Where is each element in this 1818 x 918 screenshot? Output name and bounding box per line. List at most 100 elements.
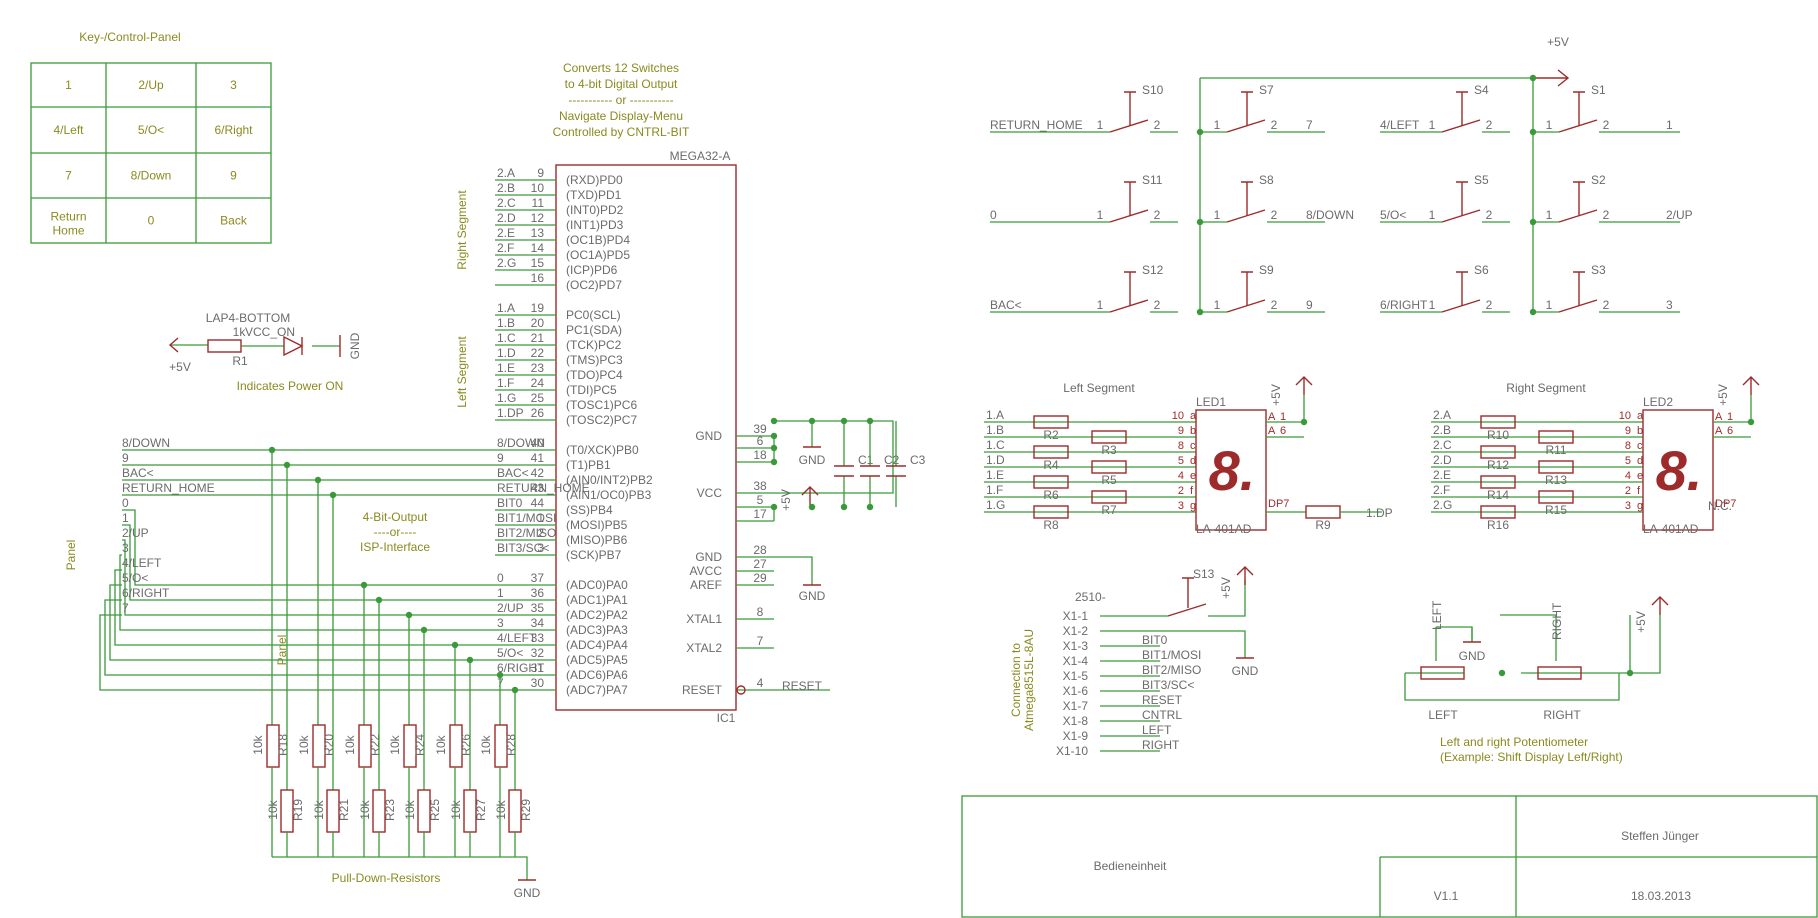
keypad-cell: 9 xyxy=(230,169,237,183)
ic-pin-name: (AIN0/INT2)PB2 xyxy=(566,473,653,487)
junction xyxy=(1196,218,1204,226)
ic-net-label: 0 xyxy=(497,571,504,585)
ic-pin-number: 37 xyxy=(531,571,545,585)
display-pin-letter: a xyxy=(1637,410,1644,422)
connector-net: CNTRL xyxy=(1142,708,1182,722)
bus-wire xyxy=(104,599,495,676)
s13-wire xyxy=(1160,580,1246,617)
right-segment-vlabel: Right Segment xyxy=(455,190,469,270)
ic-pin-name: (TOSC2)PC7 xyxy=(566,413,637,427)
switch-contact xyxy=(1226,299,1266,313)
ic-pin-number: 42 xyxy=(531,466,545,480)
switch-pin-2: 2 xyxy=(1271,118,1278,132)
ic-right-pin-number: 27 xyxy=(753,557,767,571)
display-resistor-name: R4 xyxy=(1043,458,1059,472)
ic-pin-number: 31 xyxy=(531,661,545,675)
pulldown-junction xyxy=(268,446,276,454)
switch-name: S12 xyxy=(1142,263,1164,277)
display-pin-number: 10 xyxy=(1172,410,1184,422)
display-resistor-name: R8 xyxy=(1043,518,1059,532)
ic-pin-name: (INT1)PD3 xyxy=(566,218,624,232)
display-resistor-name: R16 xyxy=(1487,518,1509,532)
pulldown-name: R19 xyxy=(291,799,305,821)
s13-supply-arrow xyxy=(1236,566,1254,585)
ic-pin-number: 35 xyxy=(531,601,545,615)
bus-label: 8/DOWN xyxy=(122,436,170,450)
switch-actuator xyxy=(1456,271,1468,306)
four-bit-note-line: ----or---- xyxy=(374,525,417,539)
display-pin-number: 3 xyxy=(1178,500,1184,512)
led-name: VCC_ON xyxy=(245,325,295,339)
dp-net: 1.DP xyxy=(1366,506,1393,520)
connector-net: BIT2/MISO xyxy=(1142,663,1201,677)
pulldown-junction xyxy=(329,491,337,499)
pulldown-junction xyxy=(375,596,383,604)
ic-net-label: BIT3/SC< xyxy=(497,541,549,555)
ic-pin-number: 13 xyxy=(531,226,545,240)
pulldown-value: 10k xyxy=(403,799,417,819)
matrix-supply-arrow xyxy=(1533,69,1570,87)
ic-net-label: 2.E xyxy=(497,226,515,240)
keypad-cell: 0 xyxy=(148,214,155,228)
connector-pin: X1-7 xyxy=(1063,699,1089,713)
switch-contact xyxy=(1109,299,1149,313)
keypad-cell: Return xyxy=(50,210,86,224)
switch-pin-2: 2 xyxy=(1603,298,1610,312)
display-dp: DP7 xyxy=(1715,498,1736,510)
pulldown-resistor xyxy=(494,724,508,768)
display-supply-arrow xyxy=(1742,376,1760,395)
junction xyxy=(808,417,816,425)
pulldown-value: 10k xyxy=(358,799,372,819)
connector-pin: X1-6 xyxy=(1063,684,1089,698)
pulldown-name: R25 xyxy=(428,799,442,821)
pulldown-name: R23 xyxy=(383,799,397,821)
display-resistor xyxy=(1480,505,1516,519)
ic-right-pin-number: 39 xyxy=(753,422,767,436)
ic-supply-label: +5V xyxy=(779,489,793,511)
connector-gnd-wire xyxy=(1160,630,1246,658)
keypad-cell: 5/O< xyxy=(138,123,164,137)
power-arrow xyxy=(168,337,179,353)
display-resistor xyxy=(1480,415,1516,429)
bus-label: 7 xyxy=(122,601,129,615)
connector-pin: X1-8 xyxy=(1063,714,1089,728)
ic-ref: IC1 xyxy=(717,711,736,725)
r9-resistor xyxy=(1305,505,1341,519)
ic-body xyxy=(555,164,737,711)
r1-name: R1 xyxy=(232,354,248,368)
panel-label: Panel xyxy=(64,540,78,571)
ic-right-pin-number: 38 xyxy=(753,479,767,493)
junction xyxy=(808,503,816,511)
pulldown-resistor xyxy=(449,724,463,768)
ic-supply-arrow xyxy=(801,486,819,505)
switch-actuator xyxy=(1124,271,1136,306)
dp-nc: N.C. xyxy=(1708,499,1732,513)
display-input: 2.F xyxy=(1433,483,1450,497)
ic-right-pin-number: 6 xyxy=(757,434,764,448)
junction xyxy=(1196,308,1204,316)
pulldown-value: 10k xyxy=(388,734,402,754)
display-body xyxy=(1195,409,1267,531)
matrix-net-right-left: 6/RIGHT xyxy=(1380,298,1428,312)
r9-name: R9 xyxy=(1315,518,1331,532)
junction xyxy=(1300,418,1308,426)
switch-actuator xyxy=(1124,181,1136,216)
display-pin-letter: g xyxy=(1637,500,1643,512)
pulldown-value: 10k xyxy=(251,734,265,754)
switch-actuator xyxy=(1124,91,1136,126)
display-input: 2.C xyxy=(1433,438,1452,452)
pulldown-name: R21 xyxy=(337,799,351,821)
reset-bubble xyxy=(736,685,746,695)
switch-pin-2: 2 xyxy=(1154,208,1161,222)
ic-pin-number: 21 xyxy=(531,331,545,345)
switch-name: S5 xyxy=(1474,173,1489,187)
ic-net-label: 3 xyxy=(497,616,504,630)
pulldown-value: 10k xyxy=(449,799,463,819)
ic-right-pin-number: 7 xyxy=(757,634,764,648)
ic-pin-name: (TDO)PC4 xyxy=(566,368,623,382)
switch-contact xyxy=(1558,299,1598,313)
switch-actuator xyxy=(1241,181,1253,216)
pulldown-gnd-label: GND xyxy=(514,886,541,900)
ic-net-label: 2/UP xyxy=(497,601,524,615)
display-supply: +5V xyxy=(1269,384,1283,406)
